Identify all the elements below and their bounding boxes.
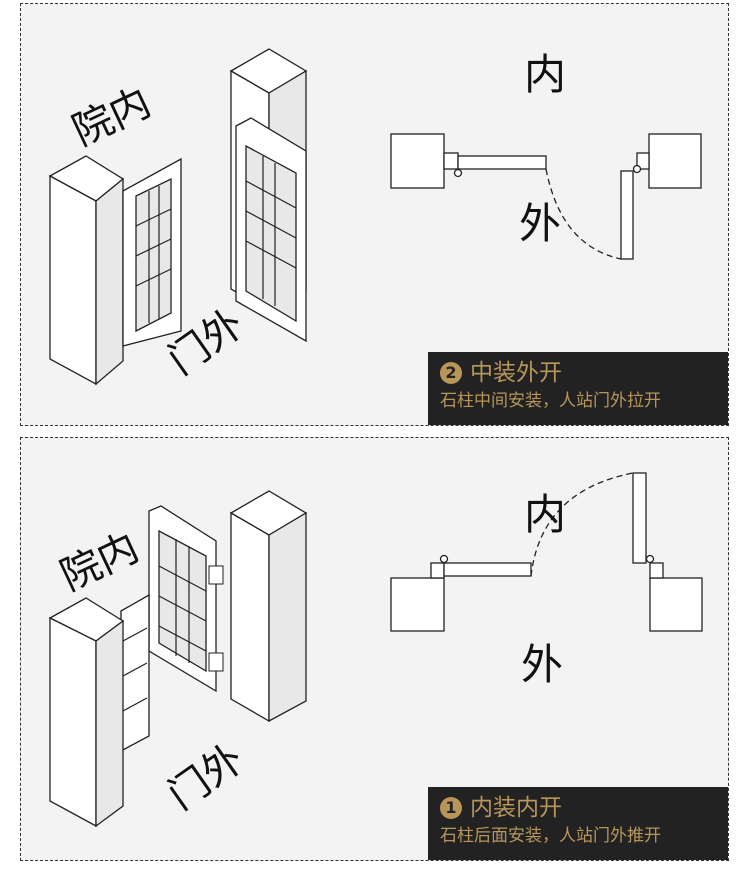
step-badge: 1 [440, 797, 462, 819]
outward-opening-panel: 院内 门外 内 外 2 中装外开 石柱中间安装，人站门外拉开 [20, 3, 729, 426]
right-gate-leaf [235, 117, 307, 343]
caption-box: 2 中装外开 石柱中间安装，人站门外拉开 [428, 352, 728, 425]
caption-subtitle: 石柱中间安装，人站门外拉开 [440, 391, 661, 411]
courtyard-label: 院内 [66, 80, 158, 155]
hinge-icon [208, 652, 224, 672]
caption-title: 中装外开 [470, 360, 562, 386]
plan-view [390, 133, 702, 260]
plan-inside-label: 内 [524, 50, 566, 99]
plan-outside-label: 外 [521, 640, 563, 689]
plan-view [390, 472, 703, 632]
swing-arc [545, 168, 622, 260]
caption-title: 内装内开 [470, 795, 562, 821]
right-pillar [229, 490, 308, 723]
left-pillar [48, 597, 125, 828]
step-badge: 2 [440, 362, 462, 384]
hinge-icon [439, 554, 449, 564]
courtyard-label: 院内 [54, 525, 146, 600]
hinge-icon [208, 565, 224, 585]
plan-inside-label: 内 [524, 490, 566, 539]
plan-outside-label: 外 [519, 199, 561, 248]
left-gate-leaf [120, 593, 150, 753]
inward-opening-diagram: 院内 门外 内 外 [48, 472, 703, 828]
outside-gate-label: 门外 [160, 736, 252, 820]
right-gate-leaf [148, 505, 224, 693]
hinge-icon [453, 168, 463, 178]
hinge-icon [632, 164, 642, 174]
hinge-icon [645, 554, 655, 564]
left-pillar [48, 155, 125, 386]
caption-box: 1 内装内开 石柱后面安装，人站门外推开 [428, 787, 728, 860]
inward-opening-panel: 院内 门外 内 外 1 内装内开 石柱后面安装，人站门外推开 [20, 437, 729, 861]
left-gate-leaf [122, 157, 182, 347]
caption-subtitle: 石柱后面安装，人站门外推开 [440, 826, 661, 846]
outward-opening-diagram: 院内 门外 内 外 [48, 48, 702, 386]
